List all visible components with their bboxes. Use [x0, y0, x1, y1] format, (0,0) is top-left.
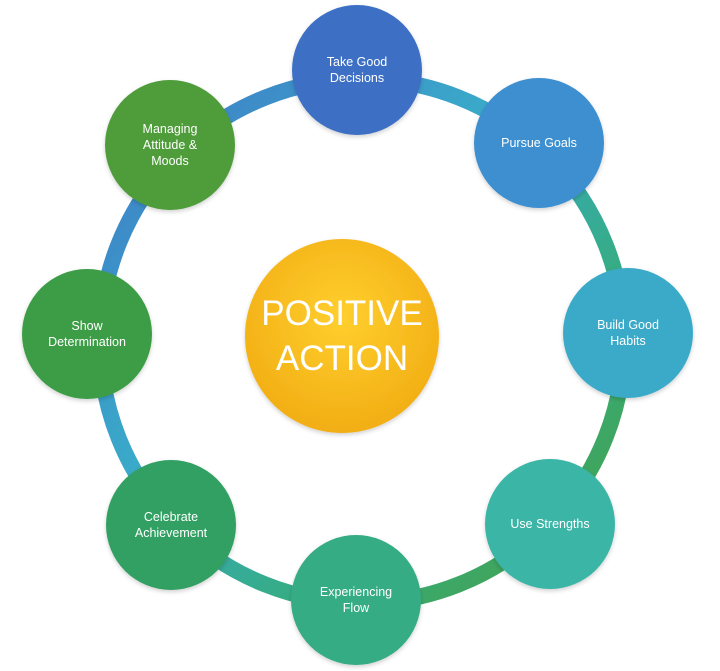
node-label-managing-attitude-moods-line-3: Moods — [151, 154, 189, 168]
node-label-show-determination-line-2: Determination — [48, 335, 126, 349]
node-label-experiencing-flow-line-2: Flow — [343, 601, 370, 615]
node-circle-pursue-goals — [474, 78, 604, 208]
node-circle-experiencing-flow — [291, 535, 421, 665]
node-label-take-good-decisions-line-2: Decisions — [330, 71, 384, 85]
node-circle-show-determination — [22, 269, 152, 399]
node-label-celebrate-achievement-line-2: Achievement — [135, 526, 208, 540]
node-circle-celebrate-achievement — [106, 460, 236, 590]
center-title-line-1: POSITIVE — [261, 294, 422, 333]
node-circle-managing-attitude-moods — [105, 80, 235, 210]
node-pursue-goals: Pursue Goals — [474, 78, 604, 208]
node-label-show-determination-line-1: Show — [71, 319, 103, 333]
node-label-experiencing-flow-line-1: Experiencing — [320, 585, 392, 599]
node-circle-use-strengths — [485, 459, 615, 589]
center-circle: POSITIVE ACTION — [245, 239, 439, 433]
node-label-use-strengths-line-1: Use Strengths — [510, 517, 589, 531]
node-use-strengths: Use Strengths — [485, 459, 615, 589]
center-circle-shape — [245, 239, 439, 433]
node-label-celebrate-achievement-line-1: Celebrate — [144, 510, 198, 524]
node-label-take-good-decisions-line-1: Take Good — [327, 55, 388, 69]
node-label-build-good-habits-line-1: Build Good — [597, 318, 659, 332]
center-title-line-2: ACTION — [276, 339, 408, 378]
node-label-managing-attitude-moods-line-2: Attitude & — [143, 138, 198, 152]
node-label-pursue-goals-line-1: Pursue Goals — [501, 136, 577, 150]
node-circle-take-good-decisions — [292, 5, 422, 135]
node-label-build-good-habits-line-2: Habits — [610, 334, 645, 348]
node-circle-build-good-habits — [563, 268, 693, 398]
node-label-managing-attitude-moods-line-1: Managing — [143, 122, 198, 136]
